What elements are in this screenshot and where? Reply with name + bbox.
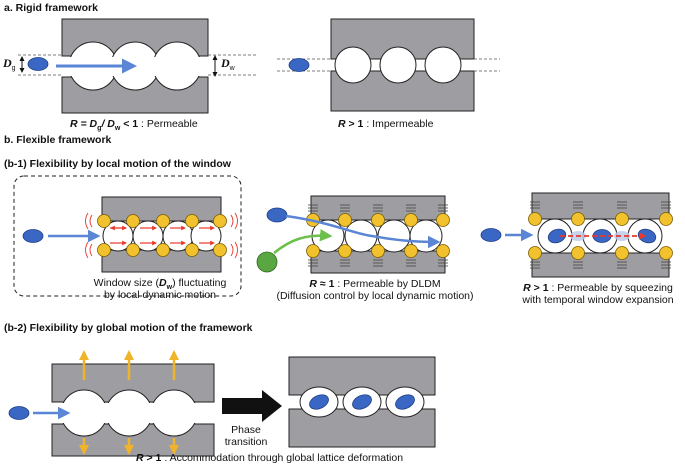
section-b1-title: (b-1) Flexibility by local motion of the… bbox=[4, 158, 231, 170]
section-b2-title: (b-2) Flexibility by global motion of th… bbox=[4, 322, 253, 334]
impermeable-caption: R > 1 : Impermeable bbox=[338, 118, 434, 130]
local-motion-framework bbox=[85, 196, 238, 273]
rigid-impermeable-framework bbox=[277, 18, 500, 112]
green-diffusion-path bbox=[273, 228, 333, 254]
dldm-caption-2: (Diffusion control by local dynamic moti… bbox=[276, 290, 474, 302]
dldm-framework bbox=[306, 195, 450, 274]
guest-molecule bbox=[27, 57, 49, 71]
global-deformation-caption: R > 1 : Accommodation through global lat… bbox=[136, 452, 404, 464]
guest-molecule bbox=[288, 58, 310, 72]
global-framework-after bbox=[285, 356, 439, 448]
squeezing-framework bbox=[528, 192, 673, 278]
dg-label: Dg bbox=[3, 56, 16, 73]
phase-transition-label-1: Phase bbox=[231, 424, 261, 436]
window-fluctuation-caption-1: Window size (Dw) fluctuating bbox=[93, 277, 227, 292]
section-a-title: a. Rigid framework bbox=[4, 2, 98, 14]
rigid-permeable-framework bbox=[18, 18, 256, 114]
phase-transition-label-2: transition bbox=[224, 436, 268, 448]
guest-molecule bbox=[22, 229, 44, 243]
guest-molecule bbox=[480, 228, 502, 242]
global-framework-before bbox=[48, 350, 218, 457]
local-motion-box bbox=[13, 175, 242, 297]
guest-molecule-green bbox=[256, 251, 278, 273]
squeezing-caption-2: with temporal window expansion bbox=[522, 294, 674, 306]
squeezing-caption-1: R > 1 : Permeable by squeezing bbox=[523, 282, 673, 294]
dw-label: Dw bbox=[221, 56, 235, 73]
blue-diffusion-path bbox=[285, 214, 441, 249]
permeable-caption: R = Dg/ Dw < 1 : Permeable bbox=[70, 118, 198, 133]
dldm-caption-1: R ≈ 1 : Permeable by DLDM bbox=[309, 278, 441, 290]
window-fluctuation-caption-2: by local dynamic motion bbox=[103, 289, 217, 301]
guest-molecule bbox=[266, 207, 288, 223]
section-b-title: b. Flexible framework bbox=[4, 134, 112, 146]
guest-molecule bbox=[8, 406, 30, 420]
phase-transition-arrow bbox=[222, 390, 282, 422]
